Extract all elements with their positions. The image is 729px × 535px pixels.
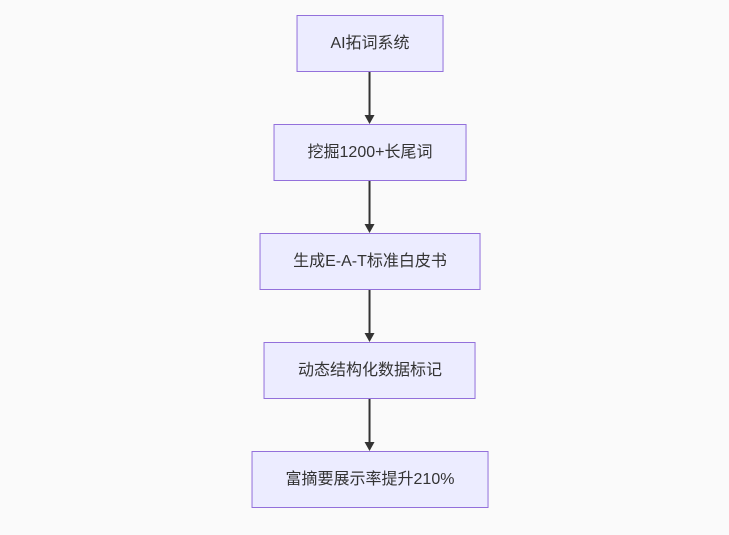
flow-node-eat-whitepaper: 生成E-A-T标准白皮书 bbox=[259, 233, 481, 290]
flow-node-label: 挖掘1200+长尾词 bbox=[307, 143, 433, 161]
edge-arrow-4 bbox=[364, 399, 376, 451]
arrow-shaft bbox=[369, 181, 371, 227]
arrow-head-down-icon bbox=[365, 442, 375, 451]
flow-node-label: 生成E-A-T标准白皮书 bbox=[293, 252, 447, 270]
edge-arrow-2 bbox=[364, 181, 376, 233]
flow-node-label: 富摘要展示率提升210% bbox=[285, 470, 455, 488]
arrow-shaft bbox=[369, 72, 371, 118]
flowchart: AI拓词系统 挖掘1200+长尾词 生成E-A-T标准白皮书 动态结构化数据标记 bbox=[251, 15, 489, 508]
arrow-head-down-icon bbox=[365, 333, 375, 342]
arrow-head-down-icon bbox=[365, 224, 375, 233]
edge-arrow-3 bbox=[364, 290, 376, 342]
flow-node-ai-system: AI拓词系统 bbox=[296, 15, 444, 72]
arrow-shaft bbox=[369, 399, 371, 445]
arrow-shaft bbox=[369, 290, 371, 336]
edge-arrow-1 bbox=[364, 72, 376, 124]
arrow-head-down-icon bbox=[365, 115, 375, 124]
flow-node-label: 动态结构化数据标记 bbox=[297, 361, 442, 379]
flow-node-label: AI拓词系统 bbox=[330, 34, 410, 52]
flow-node-longtail-keywords: 挖掘1200+长尾词 bbox=[273, 124, 467, 181]
flow-node-rich-snippet-result: 富摘要展示率提升210% bbox=[251, 451, 489, 508]
flow-node-structured-data: 动态结构化数据标记 bbox=[263, 342, 476, 399]
